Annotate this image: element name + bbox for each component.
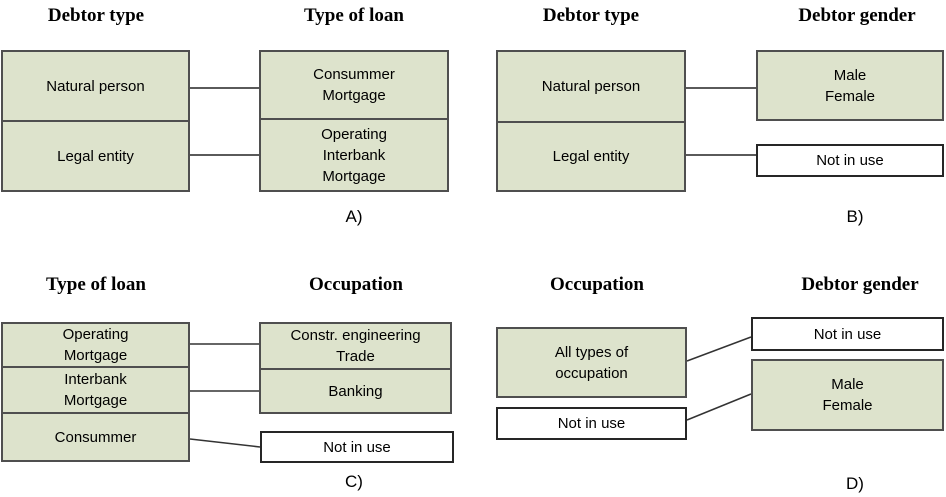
box-interbank-mortgage: Interbank Mortgage: [1, 366, 190, 414]
panel-d-left-header: Occupation: [550, 274, 644, 295]
box-not-in-use-d-left: Not in use: [496, 407, 687, 440]
box-male-female-d: Male Female: [751, 359, 944, 431]
box-legal-entity-a: Legal entity: [1, 120, 190, 192]
box-line: Consummer: [313, 66, 395, 83]
box-natural-person-b: Natural person: [496, 50, 686, 123]
panel-a-right-header: Type of loan: [304, 5, 404, 26]
box-line: Legal entity: [552, 148, 630, 165]
box-line: Female: [824, 87, 876, 105]
panel-a-label: A): [345, 207, 363, 226]
panel-b-label: B): [846, 207, 864, 226]
box-natural-person-a: Natural person: [1, 50, 190, 122]
box-line: Constr. engineering: [290, 327, 421, 344]
panel-d-right-header: Debtor gender: [801, 274, 919, 295]
box-line: Operating: [62, 326, 129, 343]
box-line: Male: [833, 66, 867, 84]
panel-c-right-header: Occupation: [309, 274, 403, 295]
box-banking: Banking: [259, 368, 452, 414]
box-line: Interbank: [322, 146, 386, 164]
panel-b-right-header: Debtor gender: [798, 5, 916, 26]
box-line: Male: [831, 376, 864, 393]
box-male-female-b: Male Female: [756, 50, 944, 121]
box-line: Natural person: [46, 77, 145, 95]
box-operating-interbank-mortgage: Operating Interbank Mortgage: [259, 118, 449, 192]
box-line: Female: [822, 397, 873, 414]
box-all-types-of-occupation: All types of occupation: [496, 327, 687, 398]
box-line: Mortgage: [63, 392, 128, 409]
connector-d-occupation-not-in-use: [686, 336, 752, 362]
connector-c-consummer-not-in-use: [189, 438, 261, 448]
box-line: Interbank: [64, 371, 127, 388]
panel-a-left-header: Debtor type: [47, 5, 145, 26]
box-line: Mortgage: [322, 167, 386, 185]
panel-d-label: D): [846, 474, 864, 493]
box-legal-entity-b: Legal entity: [496, 121, 686, 192]
box-line: Natural person: [541, 78, 641, 95]
box-constr-engineering-trade: Constr. engineering Trade: [259, 322, 452, 370]
panel-c-label: C): [345, 472, 363, 491]
box-operating-mortgage: Operating Mortgage: [1, 322, 190, 368]
box-not-in-use-d-right: Not in use: [751, 317, 944, 351]
box-consummer-mortgage: Consummer Mortgage: [259, 50, 449, 120]
box-line: Not in use: [323, 438, 391, 456]
box-line: Not in use: [813, 325, 882, 343]
box-consummer: Consummer: [1, 412, 190, 462]
box-line: Mortgage: [63, 347, 128, 364]
box-line: Legal entity: [57, 147, 134, 165]
box-line: Banking: [328, 382, 383, 400]
box-not-in-use-c: Not in use: [260, 431, 454, 463]
box-line: Mortgage: [322, 87, 386, 104]
box-line: Trade: [336, 348, 375, 365]
box-not-in-use-b: Not in use: [756, 144, 944, 177]
box-line: Not in use: [816, 152, 884, 169]
box-line: All types of: [554, 343, 629, 361]
box-line: Consummer: [54, 428, 137, 446]
box-line: Not in use: [557, 415, 626, 432]
connector-d-not-in-use-gender: [686, 393, 752, 421]
box-line: Operating: [321, 125, 387, 143]
panel-c-left-header: Type of loan: [46, 274, 146, 295]
box-line: occupation: [555, 364, 628, 382]
panel-b-left-header: Debtor type: [542, 5, 640, 26]
